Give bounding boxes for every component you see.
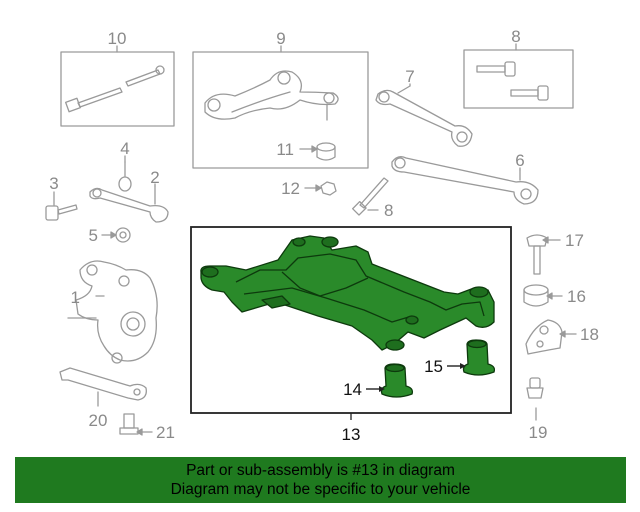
part-12-nut-icon: [304, 181, 337, 196]
part-11-bushing-icon: [316, 142, 336, 161]
part-18-bracket-icon: [525, 319, 577, 355]
part-6-link-icon: [391, 156, 539, 205]
callout-7: 7: [405, 67, 414, 86]
callout-12: 12: [281, 179, 300, 198]
banner-line-part: Part or sub-assembly is #13 in diagram: [186, 462, 455, 479]
callout-11: 11: [276, 140, 294, 159]
part-8-lone-bolt-icon: [351, 177, 389, 216]
subframe-icon: [200, 235, 495, 351]
callout-6: 6: [515, 151, 524, 170]
callout-18: 18: [580, 325, 599, 344]
part-9-upper-arm-group[interactable]: [192, 45, 369, 169]
part-14-bushing-icon: [380, 363, 414, 398]
part-3-bolt-icon: [45, 191, 78, 221]
callout-14: 14: [343, 380, 362, 399]
part-16-bushing-icon: [523, 284, 563, 307]
part-15-bushing-icon: [462, 339, 496, 376]
callout-4: 4: [120, 139, 129, 158]
part-19-bolt-icon: [526, 377, 544, 421]
part-1-knuckle-icon: [67, 260, 158, 364]
callout-8-top: 8: [511, 27, 520, 46]
callout-20: 20: [89, 411, 108, 430]
part-4-washer-icon: [118, 161, 132, 192]
callout-2: 2: [150, 168, 159, 187]
part-8-bolts-group[interactable]: [463, 43, 574, 109]
callout-17: 17: [565, 231, 584, 250]
part-9-control-arm-icon: [204, 70, 339, 121]
callout-13: 13: [342, 425, 361, 444]
assembly-notice-banner: Part or sub-assembly is #13 in diagram D…: [15, 457, 626, 503]
part-21-bolt-icon: [119, 413, 153, 435]
callout-21: 21: [156, 423, 175, 442]
callout-19: 19: [529, 423, 548, 442]
callout-8-lower: 8: [384, 201, 393, 220]
callout-16: 16: [567, 287, 586, 306]
callout-5: 5: [89, 226, 98, 245]
part-7-link-icon: [375, 85, 473, 147]
callout-15: 15: [424, 357, 443, 376]
callout-9: 9: [276, 29, 285, 48]
part-8-bolt-icon: [476, 61, 549, 101]
part-13-subframe-group[interactable]: [190, 226, 512, 420]
part-8-box: [463, 49, 574, 109]
banner-line-disclaimer: Diagram may not be specific to your vehi…: [170, 481, 471, 498]
callout-10: 10: [108, 29, 127, 48]
part-10-bolt-icon: [65, 65, 165, 113]
part-17-bolt-icon: [526, 234, 561, 275]
part-20-bracket-icon: [59, 367, 147, 407]
callout-1: 1: [71, 288, 80, 307]
callout-3: 3: [49, 174, 58, 193]
part-10-bolts-group[interactable]: [60, 45, 175, 127]
part-2-link-icon: [89, 185, 169, 223]
